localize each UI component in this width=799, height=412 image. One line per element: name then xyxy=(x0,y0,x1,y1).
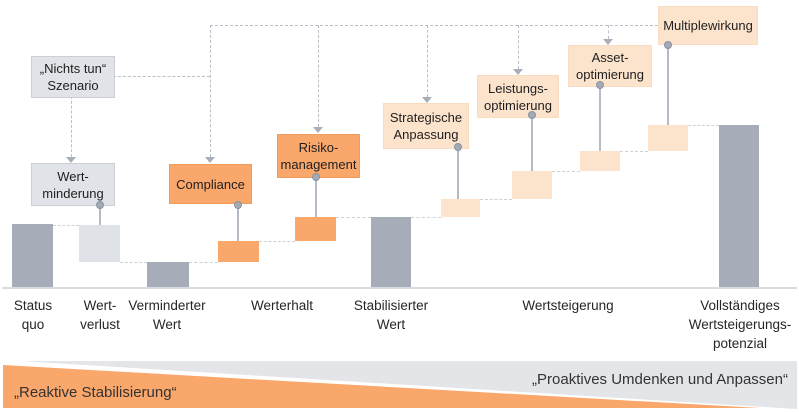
axis-label-wertsteigerung: Wertsteigerung xyxy=(522,298,614,313)
stem-leistungs xyxy=(531,116,533,171)
arrow-down-icon xyxy=(205,157,215,163)
measure-box-assetoptimierung: Asset- optimierung xyxy=(568,45,652,87)
stem-multiplewirkung xyxy=(667,45,669,125)
measure-box-multiplewirkung: Multiplewirkung xyxy=(658,6,758,45)
measure-box-wertminderung: Wert- minderung xyxy=(31,163,115,206)
measure-box-compliance: Compliance xyxy=(169,164,252,204)
connector-dot xyxy=(96,201,104,209)
connector-top-horizontal xyxy=(210,25,658,26)
measure-box-leistungsoptimierung: Leistungs- optimierung xyxy=(477,75,559,118)
step-dash xyxy=(552,171,580,172)
connector-vertical-risikomanagement xyxy=(318,25,319,127)
axis-line xyxy=(2,287,797,289)
connector-vertical-asset xyxy=(608,25,609,39)
axis-label-stabilisierter-wert: Stabilisierter Wert xyxy=(353,298,429,332)
connector-dot xyxy=(454,143,462,151)
arrow-down-icon xyxy=(66,157,76,163)
stem-asset xyxy=(599,86,601,151)
stem-strategische xyxy=(457,148,459,199)
axis-label-werterhalt: Werterhalt xyxy=(250,298,314,313)
connector-dot xyxy=(596,81,604,89)
step-dash xyxy=(259,241,295,242)
bar-leistungsoptimierung xyxy=(512,171,552,199)
bar-compliance xyxy=(218,241,259,262)
axis-label-wertverlust: Wert- verlust xyxy=(80,298,120,332)
connector-vertical-strategische xyxy=(427,25,428,97)
bar-stabilisierter-wert xyxy=(371,217,411,288)
bar-strategische-anpassung xyxy=(441,199,480,217)
axis-label-vollstaendiges: Vollständiges Wertsteigerungs- potenzial xyxy=(688,298,792,351)
connector-vertical-leistungs xyxy=(518,25,519,69)
axis-label-status-quo: Status quo xyxy=(13,298,53,332)
stem-compliance xyxy=(237,206,239,241)
arrow-down-icon xyxy=(422,97,432,103)
arrow-down-icon xyxy=(513,69,523,75)
arrow-down-icon xyxy=(603,39,613,45)
arrow-down-icon xyxy=(313,127,323,133)
connector-vertical-scenario xyxy=(71,96,72,157)
bar-verminderter-wert xyxy=(147,262,189,288)
stem-wertminderung xyxy=(99,206,101,225)
connector-scenario-horizontal xyxy=(113,76,210,77)
bar-wertverlust xyxy=(79,225,120,262)
measure-box-risikomanagement: Risiko- management xyxy=(277,134,360,178)
connector-dot xyxy=(312,173,320,181)
scenario-box: „Nichts tun“ Szenario xyxy=(31,56,115,98)
connector-dot xyxy=(528,111,536,119)
bar-risikomanagement xyxy=(295,217,336,241)
bar-vollstaendiges-potenzial xyxy=(719,125,759,288)
step-dash xyxy=(53,225,79,226)
step-dash xyxy=(189,262,218,263)
reactive-label: „Reaktive Stabilisierung“ xyxy=(14,384,177,401)
stem-risikomanagement xyxy=(315,178,317,217)
connector-dot xyxy=(664,41,672,49)
bar-multiplewirkung xyxy=(648,125,688,151)
step-dash xyxy=(336,217,371,218)
connector-vertical-compliance xyxy=(210,25,211,157)
step-dash xyxy=(120,262,147,263)
axis-label-verminderter-wert: Verminderter Wert xyxy=(128,298,206,332)
proactive-label: „Proaktives Umdenken und Anpassen“ xyxy=(532,371,788,388)
connector-dot xyxy=(234,201,242,209)
bar-status-quo xyxy=(12,224,53,288)
step-dash xyxy=(411,217,441,218)
step-dash xyxy=(688,125,719,126)
step-dash xyxy=(620,151,648,152)
step-dash xyxy=(480,199,512,200)
bar-assetoptimierung xyxy=(580,151,620,171)
measure-box-strategische-anpassung: Strategische Anpassung xyxy=(383,103,469,149)
